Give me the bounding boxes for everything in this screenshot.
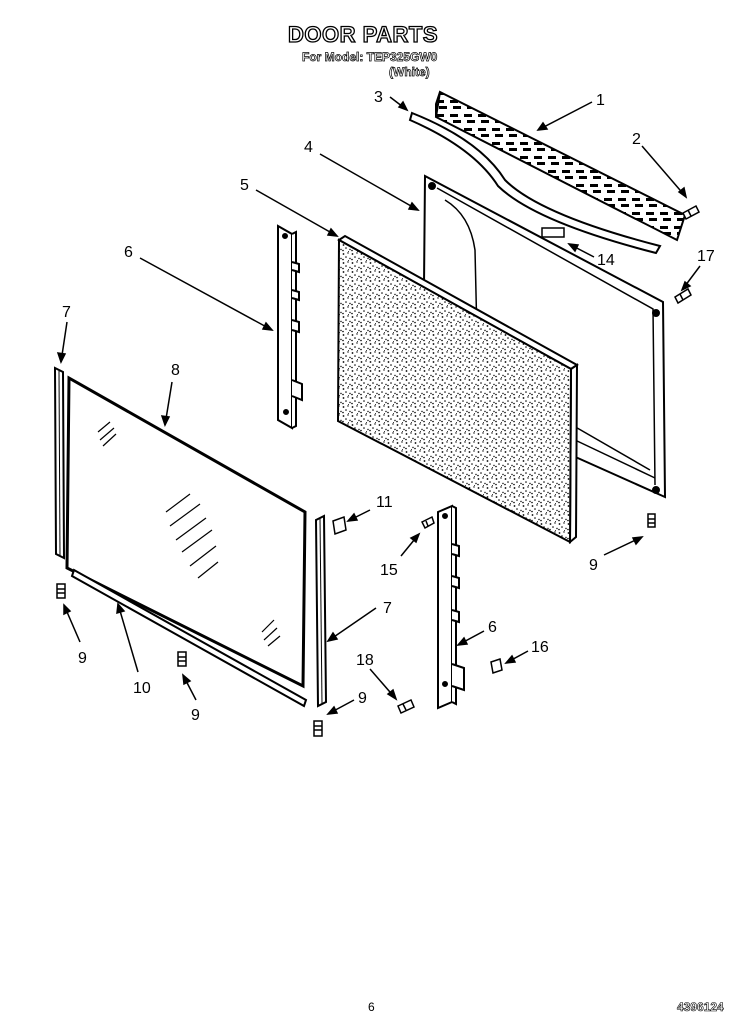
hinge-bracket-upper <box>277 224 303 430</box>
clip-11 <box>332 515 347 536</box>
side-trim-left <box>53 366 66 560</box>
color-line: (White) <box>389 65 430 80</box>
page-number: 6 <box>368 1000 375 1014</box>
callout-9-right: 9 <box>589 557 598 574</box>
callout-16: 16 <box>531 639 549 656</box>
callout-8: 8 <box>171 362 180 379</box>
callout-9-lower-right: 9 <box>358 690 367 707</box>
callout-15: 15 <box>380 562 398 579</box>
clip-16 <box>490 658 503 674</box>
callout-11: 11 <box>376 494 393 511</box>
bottom-trim <box>70 568 308 708</box>
callout-14: 14 <box>597 252 615 269</box>
page-title: DOOR PARTS <box>287 21 439 47</box>
callout-3: 3 <box>374 89 383 106</box>
callout-6-lower: 6 <box>488 619 497 636</box>
insulation-pad <box>336 234 579 545</box>
side-trim-right <box>314 514 328 708</box>
screw-2 <box>682 204 700 221</box>
screw-9-c <box>177 651 187 667</box>
callout-9-center: 9 <box>191 707 200 724</box>
callout-labels: 1 2 3 4 5 6 17 14 7 8 11 15 9 7 6 16 18 … <box>62 89 715 724</box>
callout-6-upper: 6 <box>124 244 133 261</box>
callout-1: 1 <box>596 92 605 109</box>
callout-5: 5 <box>240 177 249 194</box>
screw-9-b <box>56 583 66 599</box>
document-number: 4396124 <box>677 1000 724 1015</box>
vent-trim <box>434 90 687 242</box>
callout-2: 2 <box>632 131 641 148</box>
seal-strip <box>408 111 662 255</box>
hinge-bracket-lower <box>437 504 465 710</box>
callout-7-right: 7 <box>383 600 392 617</box>
screw-18 <box>397 698 415 715</box>
callout-7-left: 7 <box>62 304 71 321</box>
leader-lines <box>56 96 701 715</box>
screw-9-d <box>313 720 323 737</box>
screw-15 <box>420 515 435 530</box>
door-glass <box>65 375 307 689</box>
callout-10: 10 <box>133 680 151 697</box>
callout-18: 18 <box>356 652 374 669</box>
callout-9-left: 9 <box>78 650 87 667</box>
callout-17: 17 <box>697 248 715 265</box>
screw-9-a <box>647 513 656 528</box>
model-line: For Model: TEP325GW0 <box>302 50 438 65</box>
callout-4: 4 <box>304 139 313 156</box>
screw-17 <box>674 287 692 305</box>
